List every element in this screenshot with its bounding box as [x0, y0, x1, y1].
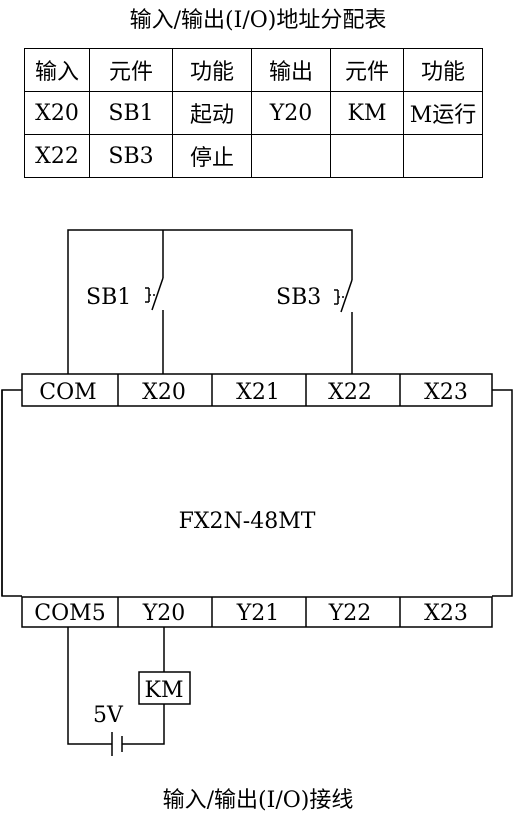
terminal-com: COM: [39, 380, 96, 405]
table-row: X20 SB1 起动 Y20 KM M运行: [24, 91, 483, 135]
terminal-x21: X21: [236, 380, 280, 405]
table-cell: 功能: [172, 48, 252, 92]
terminal-x20: X20: [142, 380, 186, 405]
plc-body: FX2N-48MT: [1, 389, 513, 597]
sb3-switch: SB3: [276, 279, 353, 313]
table-cell: 输入: [24, 48, 90, 92]
input-terminal-strip: COM X20 X21 X22 X23: [21, 373, 493, 407]
table-cell: [403, 134, 483, 178]
terminal-y21: Y21: [236, 601, 280, 626]
table-row: X22 SB3 停止: [24, 134, 483, 178]
table-cell: M运行: [403, 91, 483, 135]
terminal-x23: X23: [424, 380, 468, 405]
sb3-label: SB3: [276, 285, 321, 310]
wiring-title: 输入/输出(I/O)接线: [162, 788, 354, 813]
terminal-com5: COM5: [34, 601, 105, 626]
plc-model-label: FX2N-48MT: [179, 509, 316, 534]
terminal-y22: Y22: [328, 601, 372, 626]
table-cell: [330, 134, 404, 178]
table-cell: X20: [24, 91, 90, 135]
terminal-x22: X22: [328, 380, 372, 405]
sb1-switch: SB1: [86, 277, 164, 311]
table-cell: X22: [24, 134, 90, 178]
output-terminal-strip: COM5 Y20 Y21 Y22 X23: [21, 596, 493, 628]
supply-voltage-label: 5V: [93, 703, 124, 728]
terminal-y20: Y20: [142, 601, 186, 626]
table-cell: SB3: [89, 134, 173, 178]
table-cell: 输出: [251, 48, 331, 92]
table-cell: 元件: [330, 48, 404, 92]
io-address-table: 输入 元件 功能 输出 元件 功能 X20 SB1 起动 Y20 KM M运行 …: [24, 48, 483, 178]
input-wiring: [67, 229, 353, 374]
output-wiring: [67, 627, 165, 745]
io-table-title: 输入/输出(I/O)地址分配表: [129, 8, 387, 33]
battery-5v: 5V: [93, 703, 124, 756]
table-header-row: 输入 元件 功能 输出 元件 功能: [24, 48, 483, 92]
km-coil: KM: [138, 671, 191, 705]
terminal-x23-out: X23: [424, 601, 468, 626]
km-label: KM: [145, 678, 184, 703]
sb1-label: SB1: [86, 285, 131, 310]
table-cell: 起动: [172, 91, 252, 135]
table-cell: SB1: [89, 91, 173, 135]
table-cell: 功能: [403, 48, 483, 92]
table-cell: 停止: [172, 134, 252, 178]
table-cell: Y20: [251, 91, 331, 135]
table-cell: [251, 134, 331, 178]
